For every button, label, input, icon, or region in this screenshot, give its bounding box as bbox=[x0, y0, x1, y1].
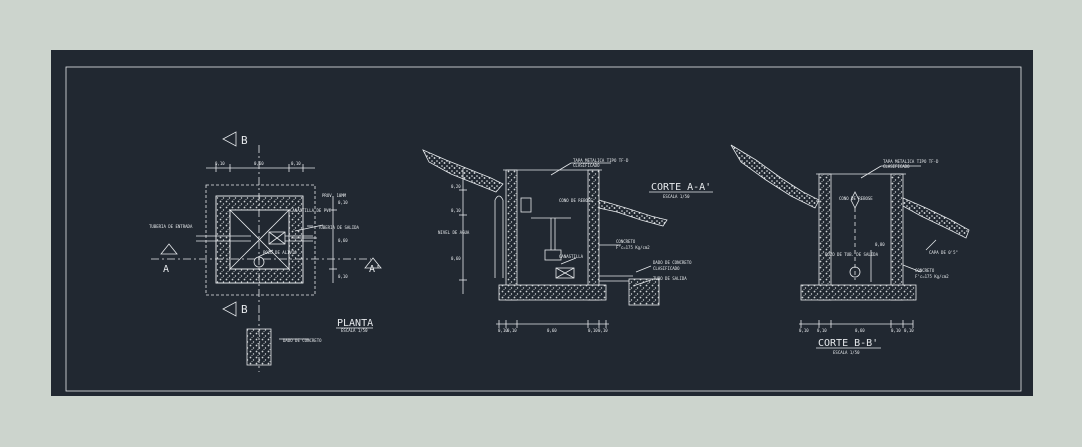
planta-title: PLANTA bbox=[337, 318, 373, 329]
planta-dim-top-right: 0,10 bbox=[291, 161, 301, 166]
corte-b-dim-bottom-5: 0,10 bbox=[904, 328, 914, 333]
planta-section-a-prime: A' bbox=[369, 264, 381, 275]
planta-diagonal bbox=[229, 209, 290, 270]
corte-a-dado bbox=[628, 278, 660, 306]
corte-b-wall-left bbox=[818, 173, 832, 301]
corte-a-dim-bottom-2: 0,10 bbox=[507, 328, 517, 333]
corte-b-label-lid: TAPA METALICA TIPO TF-D bbox=[883, 159, 939, 164]
planta-label-outlet: TUBERIA DE SALIDA bbox=[318, 225, 360, 230]
corte-a-label-dado-sub: CLASIFICADO bbox=[653, 266, 680, 271]
planta-dim-top-mid: 0,60 bbox=[254, 161, 264, 166]
corte-b-label-strength: F'c=175 Kg/cm2 bbox=[915, 274, 949, 279]
planta-label-valve: CANASTILLA DE PVC bbox=[290, 208, 332, 213]
corte-a-dim-bottom-4: 0,10 bbox=[588, 328, 598, 333]
inlet-fitting bbox=[520, 197, 532, 213]
corte-b-dim-bottom-3: 0,60 bbox=[855, 328, 865, 333]
drawing-sheet: B B A A' 0,10 0,60 0,10 0,10 0,60 0,10 T… bbox=[51, 50, 1033, 396]
corte-b-dim-bottom-4: 0,10 bbox=[891, 328, 901, 333]
valve-box bbox=[268, 231, 286, 245]
corte-a-label-strength: F'c=175 Kg/cm2 bbox=[616, 245, 650, 250]
canastilla bbox=[555, 267, 575, 279]
planta-scale: ESCALA 1/50 bbox=[341, 328, 368, 333]
corte-a-title: CORTE A-A' bbox=[651, 182, 711, 193]
corte-a-dim-left-2: 0,10 bbox=[451, 208, 461, 213]
corte-a-labels: TAPA METALICA TIPO TF-D CLASIFICADO CONC… bbox=[438, 158, 711, 333]
corte-a-scale: ESCALA 1/50 bbox=[663, 194, 690, 199]
planta-labels: B B A A' 0,10 0,60 0,10 0,10 0,60 0,10 T… bbox=[149, 134, 381, 343]
planta-view bbox=[151, 131, 382, 372]
planta-section-b-top: B bbox=[241, 134, 248, 147]
planta-section-a: A bbox=[163, 264, 169, 275]
corte-b-pipe-circle bbox=[849, 266, 861, 278]
overflow-cone bbox=[544, 249, 562, 261]
corte-a-label-pipe: TUBO DE SALIDA bbox=[653, 276, 687, 281]
corte-a-label-concrete: CONCRETO bbox=[616, 239, 636, 244]
corte-a-view bbox=[422, 149, 668, 328]
ground-hatch-b-right bbox=[902, 197, 970, 239]
corte-b-dim-right: 0,80 bbox=[875, 242, 885, 247]
corte-a-label-lid-sub: CLASIFICADO bbox=[573, 163, 600, 168]
corte-a-dim-bottom-1: 0,10 bbox=[498, 328, 508, 333]
corte-a-wall-right bbox=[587, 169, 600, 301]
ground-hatch-right bbox=[598, 199, 668, 227]
corte-a-dim-bottom-5: 0,10 bbox=[598, 328, 608, 333]
planta-wall-outline bbox=[215, 195, 304, 284]
outlet-pipe-a bbox=[599, 275, 633, 282]
planta-inner bbox=[229, 209, 290, 270]
corte-b-labels: TAPA METALICA TIPO TF-D CLASIFICADO CONO… bbox=[799, 159, 958, 355]
section-marker-b-top bbox=[222, 131, 237, 147]
corte-b-label-cone: CONO DE REBOSE bbox=[839, 196, 873, 201]
planta-outer-dashed bbox=[205, 184, 316, 296]
corte-b-wall-right bbox=[890, 173, 904, 301]
planta-label-pit: POZO DE ALIVIO bbox=[263, 250, 297, 255]
planta-dim-top-left: 0,10 bbox=[215, 161, 225, 166]
corte-b-title: CORTE B-B' bbox=[818, 338, 878, 349]
corte-b-label-concrete: CONCRETO bbox=[915, 268, 935, 273]
planta-label-inlet: TUBERIA DE ENTRADA bbox=[149, 224, 193, 229]
corte-a-wall-left bbox=[505, 169, 518, 301]
valve-cross bbox=[268, 231, 286, 245]
corte-a-base bbox=[498, 284, 607, 301]
cad-drawing: B B A A' 0,10 0,60 0,10 0,10 0,60 0,10 T… bbox=[65, 66, 1022, 392]
corte-b-label-pit: POZO DE TUB. DE SALIDA bbox=[825, 252, 879, 257]
section-marker-a bbox=[160, 243, 178, 255]
corte-a-dim-bottom-3: 0,60 bbox=[547, 328, 557, 333]
corte-a-dim-left-3: 0,60 bbox=[451, 256, 461, 261]
corte-a-dim-left-1: 0,20 bbox=[451, 184, 461, 189]
planta-label-floor: PROV. 10MM bbox=[322, 193, 347, 198]
planta-section-b-bottom: B bbox=[241, 303, 248, 316]
planta-label-dado: DADO DE CONCRETO bbox=[283, 338, 322, 343]
corte-a-label-pit: CONO DE REBOSE bbox=[559, 198, 593, 203]
section-marker-b-bottom bbox=[222, 301, 237, 317]
ground-hatch-b-left bbox=[730, 144, 820, 209]
corte-b-cone bbox=[850, 191, 860, 209]
planta-dim-right-mid: 0,60 bbox=[338, 238, 348, 243]
planta-dim-right-bot: 0,10 bbox=[338, 274, 348, 279]
corte-a-label-valve: CANASTILLA bbox=[559, 254, 584, 259]
planta-dim-right-top: 0,10 bbox=[338, 200, 348, 205]
corte-b-label-lid-sub: CLASIFICADO bbox=[883, 164, 910, 169]
corte-b-dim-bottom-2: 0,10 bbox=[817, 328, 827, 333]
sheet-border bbox=[65, 66, 1022, 392]
corte-b-scale: ESCALA 1/50 bbox=[833, 350, 860, 355]
section-marker-a-prime bbox=[364, 257, 382, 269]
corte-a-label-level: NIVEL DE AGUA bbox=[438, 230, 470, 235]
corte-b-base bbox=[800, 284, 917, 301]
vent-pipe bbox=[494, 200, 504, 278]
corte-b-view bbox=[730, 144, 970, 328]
corte-b-label-ground: CAPA DE 0'5" bbox=[929, 250, 958, 255]
corte-b-dim-bottom-1: 0,10 bbox=[799, 328, 809, 333]
corte-a-label-lid: TAPA METALICA TIPO TF-D bbox=[573, 158, 629, 163]
corte-a-label-dado: DADO DE CONCRETO bbox=[653, 260, 692, 265]
